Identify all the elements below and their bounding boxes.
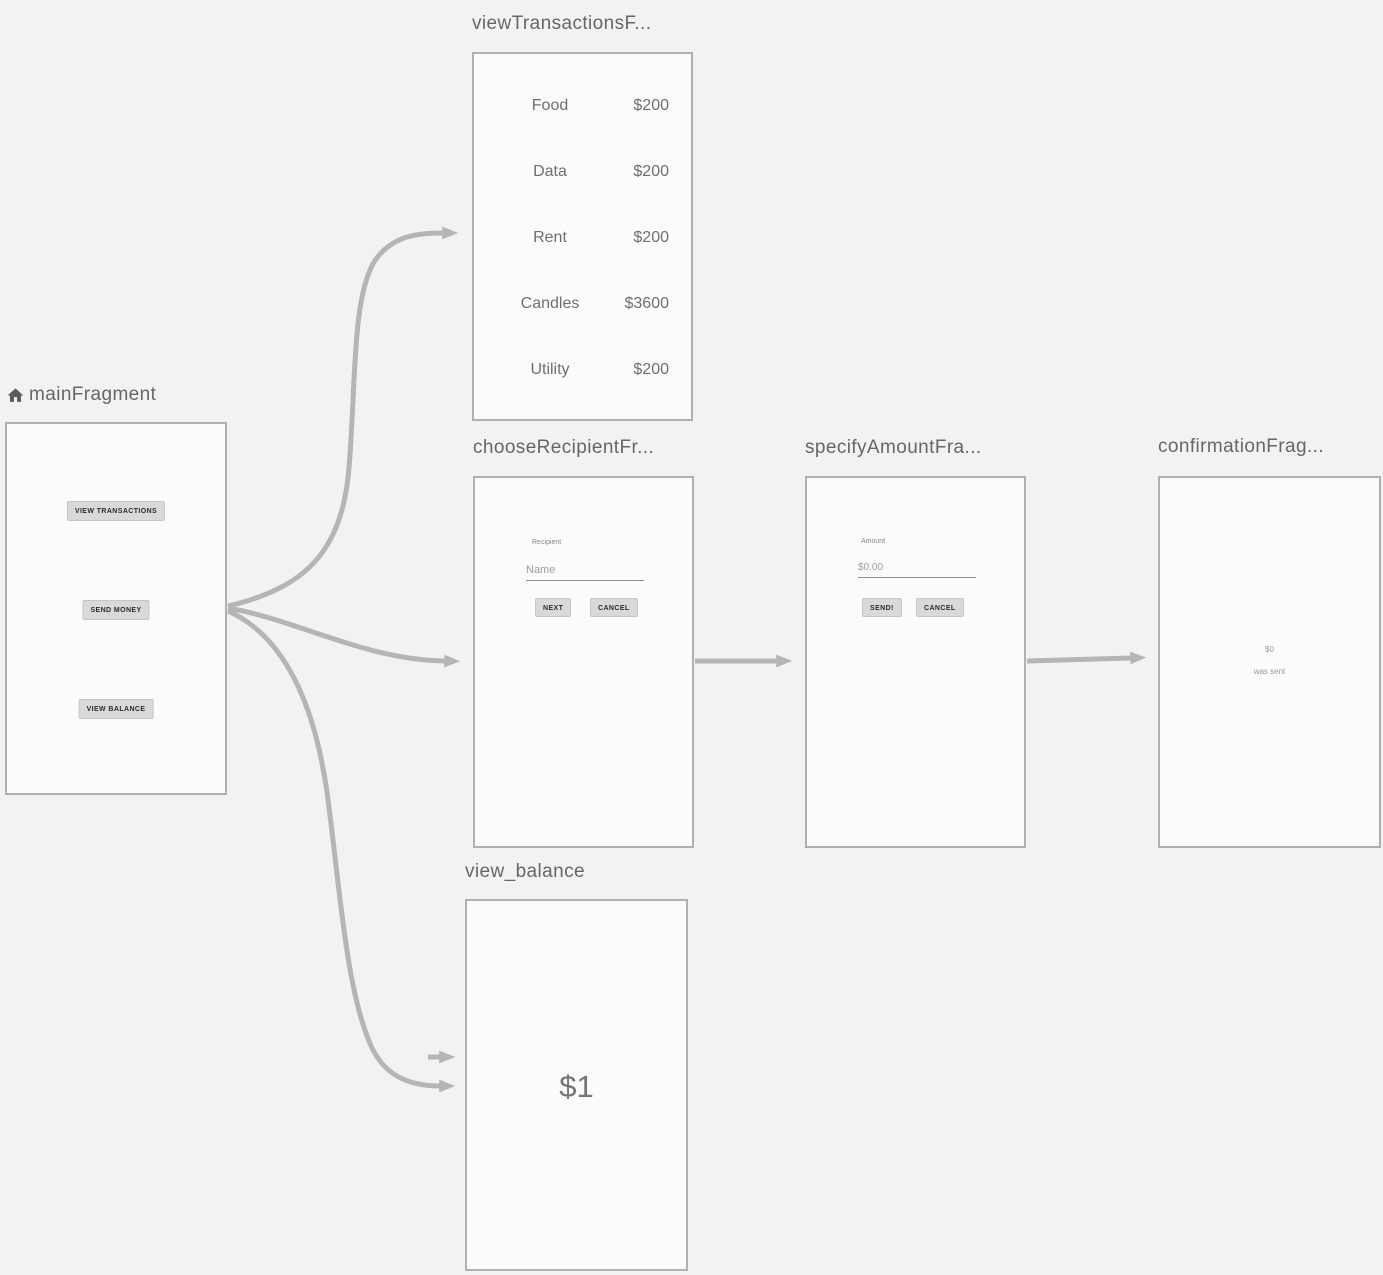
next-button: NEXT — [535, 598, 572, 617]
cancel-button: CANCEL — [590, 598, 638, 617]
fragment-preview-choose-recipient[interactable]: Recipient Name NEXT CANCEL — [473, 476, 694, 848]
transaction-value: $200 — [633, 163, 669, 180]
confirmation-amount-text: $0 — [1265, 645, 1274, 654]
fragment-header-main[interactable]: mainFragment — [6, 384, 156, 406]
fragment-header-view-balance[interactable]: view_balance — [465, 861, 585, 883]
transaction-value: $3600 — [624, 295, 670, 312]
fragment-header-choose-recipient[interactable]: chooseRecipientFr... — [473, 437, 654, 459]
send-button: SEND! — [862, 598, 902, 617]
amount-field-label: Amount — [861, 538, 886, 545]
fragment-header-confirmation[interactable]: confirmationFrag... — [1158, 436, 1324, 458]
transaction-label: Utility — [530, 361, 570, 378]
transaction-value: $200 — [633, 361, 669, 378]
transaction-value: $200 — [633, 97, 669, 114]
transaction-value: $200 — [633, 229, 669, 246]
fragment-title-choose-recipient: chooseRecipientFr... — [473, 437, 655, 458]
fragment-title-main: mainFragment — [29, 384, 157, 405]
amount-input-underline — [858, 577, 976, 578]
fragment-preview-view-transactions[interactable]: Food $200 Data $200 Rent $200 Candles $3… — [472, 52, 693, 421]
fragment-preview-confirmation[interactable]: $0 was sent — [1158, 476, 1381, 848]
transaction-row: Data $200 — [474, 163, 691, 183]
fragment-preview-specify-amount[interactable]: Amount $0.00 SEND! CANCEL — [805, 476, 1026, 848]
transaction-row: Rent $200 — [474, 229, 691, 249]
send-money-button: SEND MONEY — [82, 600, 150, 620]
transaction-row: Candles $3600 — [474, 295, 691, 315]
transaction-label: Candles — [520, 295, 580, 312]
confirmation-message-text: was sent — [1253, 667, 1286, 676]
transaction-row: Utility $200 — [474, 361, 691, 381]
transaction-label: Data — [533, 163, 567, 180]
fragment-preview-view-balance[interactable]: $1 — [465, 899, 688, 1271]
transaction-label: Food — [531, 97, 569, 114]
fragment-title-view-transactions: viewTransactionsF... — [472, 13, 652, 34]
balance-amount-text: $1 — [559, 1069, 594, 1104]
fragment-title-view-balance: view_balance — [465, 861, 585, 882]
fragment-header-specify-amount[interactable]: specifyAmountFra... — [805, 437, 982, 459]
recipient-name-input: Name — [526, 564, 556, 576]
view-balance-button: VIEW BALANCE — [78, 699, 154, 719]
action-main-to-choose-recipient[interactable] — [227, 605, 461, 668]
fragment-title-confirmation: confirmationFrag... — [1158, 436, 1324, 457]
action-main-to-view-transactions[interactable] — [227, 226, 459, 609]
fragment-preview-main[interactable]: VIEW TRANSACTIONS SEND MONEY VIEW BALANC… — [5, 422, 227, 795]
fragment-header-view-transactions[interactable]: viewTransactionsF... — [472, 13, 651, 35]
view-transactions-button: VIEW TRANSACTIONS — [66, 501, 166, 521]
transaction-row: Food $200 — [474, 97, 691, 117]
home-icon — [7, 387, 24, 402]
action-main-to-view-balance[interactable] — [226, 608, 456, 1093]
fragment-title-specify-amount: specifyAmountFra... — [805, 437, 982, 458]
recipient-field-label: Recipient — [532, 539, 562, 546]
amount-input: $0.00 — [858, 562, 884, 573]
transaction-label: Rent — [533, 229, 567, 246]
cancel-button: CANCEL — [916, 598, 964, 617]
recipient-input-underline — [526, 580, 644, 581]
action-specify-amount-to-confirmation[interactable] — [1026, 651, 1147, 665]
